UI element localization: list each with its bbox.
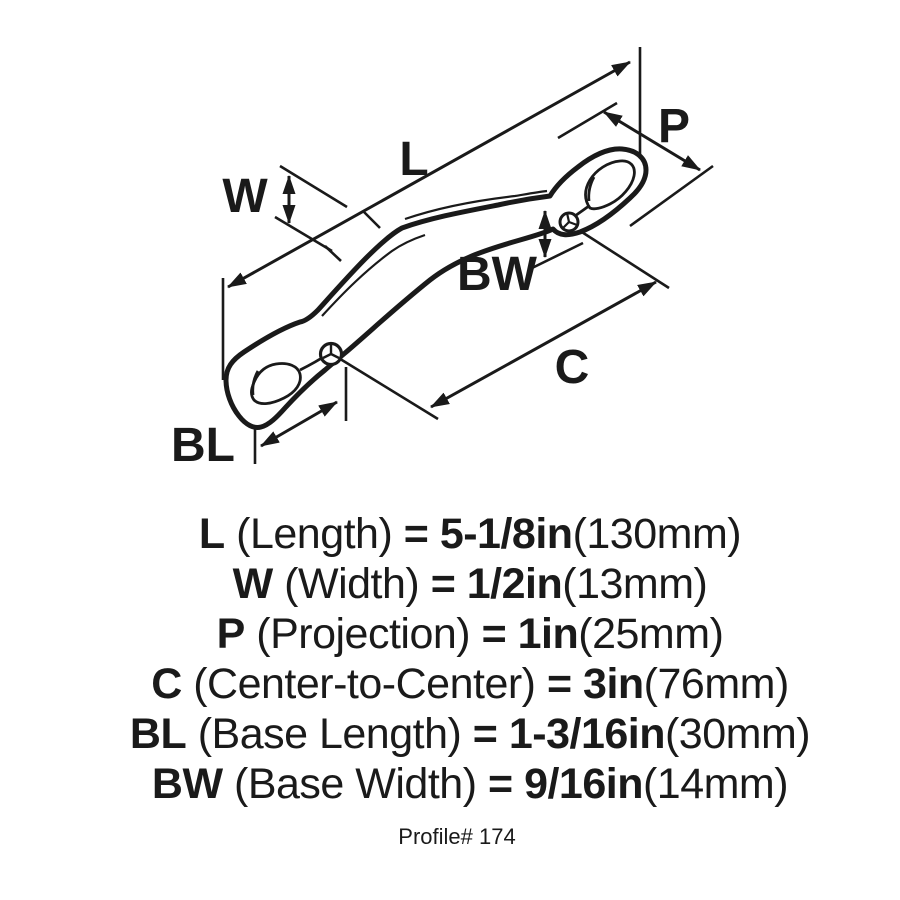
spec-equals: =: [430, 560, 456, 608]
spec-label: L: [198, 510, 225, 558]
spec-metric: (76mm): [643, 660, 790, 708]
p-ext-lower: [629, 164, 714, 228]
p-ext-upper: [557, 101, 618, 140]
dimension-arrow-base-length: [260, 400, 338, 448]
handle-line-drawing: L W P BW C BL: [171, 47, 714, 472]
spec-value: 3in: [583, 660, 644, 708]
left-recess-accent: [251, 370, 260, 396]
spec-name: (Base Width): [234, 760, 477, 808]
spec-row-width: W (Width) = 1/2in(13mm): [20, 559, 900, 609]
spec-row-projection: P (Projection) = 1in(25mm): [20, 609, 900, 659]
spec-list: L (Length) = 5-1/8in(130mm) W (Width) = …: [20, 509, 900, 809]
spec-label: C: [151, 660, 182, 708]
left-screw-cross: [322, 345, 340, 360]
spec-equals: =: [481, 610, 507, 658]
right-screw-icon: [558, 211, 580, 233]
c-ext-right: [573, 225, 670, 290]
spec-label: P: [216, 610, 246, 658]
spec-metric: (25mm): [578, 610, 724, 658]
spec-metric: (14mm): [642, 760, 789, 808]
spec-label: W: [232, 560, 274, 608]
dimension-arrow-length: [227, 60, 631, 289]
left-recess-outline: [250, 362, 302, 405]
spec-name: (Center-to-Center): [193, 660, 536, 708]
spec-name: (Width): [284, 560, 420, 608]
spec-row-base-width: BW (Base Width) = 9/16in(14mm): [20, 759, 900, 809]
spec-value: 1/2in: [466, 560, 563, 608]
spec-equals: =: [403, 510, 429, 558]
dimension-arrows: [227, 60, 701, 448]
bar-measure-tick-1: [363, 211, 381, 229]
bar-measure-tick-2: [324, 245, 342, 262]
profile-number: Profile# 174: [398, 824, 516, 849]
spec-name: (Length): [236, 510, 393, 558]
spec-value: 5-1/8in: [439, 510, 573, 558]
spec-row-base-length: BL (Base Length) = 1-3/16in(30mm): [20, 709, 900, 759]
dimension-label-center-to-center: C: [555, 341, 590, 394]
dimension-label-length: L: [399, 133, 428, 186]
spec-equals: =: [472, 710, 498, 758]
spec-value: 1in: [517, 610, 579, 658]
spec-label: BW: [151, 760, 223, 808]
dimension-arrow-projection: [603, 110, 701, 172]
spec-equals: =: [546, 660, 572, 708]
spec-label: BL: [129, 710, 187, 758]
c-ext-left: [336, 355, 439, 421]
spec-value: 9/16in: [524, 760, 643, 808]
dimension-arrow-center-to-center: [430, 280, 657, 409]
spec-name: (Projection): [256, 610, 471, 658]
dimension-label-width: W: [222, 170, 268, 223]
spec-name: (Base Length): [197, 710, 462, 758]
left-screw-icon: [318, 341, 344, 367]
spec-metric: (13mm): [562, 560, 708, 608]
spec-metric: (30mm): [664, 710, 811, 758]
dimension-label-projection: P: [658, 100, 690, 153]
spec-equals: =: [487, 760, 513, 808]
bw-tick-lower: [529, 241, 584, 271]
spec-row-center-to-center: C (Center-to-Center) = 3in(76mm): [20, 659, 900, 709]
spec-value: 1-3/16in: [508, 710, 666, 758]
spec-metric: (130mm): [572, 510, 742, 558]
spec-row-length: L (Length) = 5-1/8in(130mm): [20, 509, 900, 559]
dimension-label-base-length: BL: [171, 419, 235, 472]
dimension-label-base-width: BW: [457, 248, 538, 301]
